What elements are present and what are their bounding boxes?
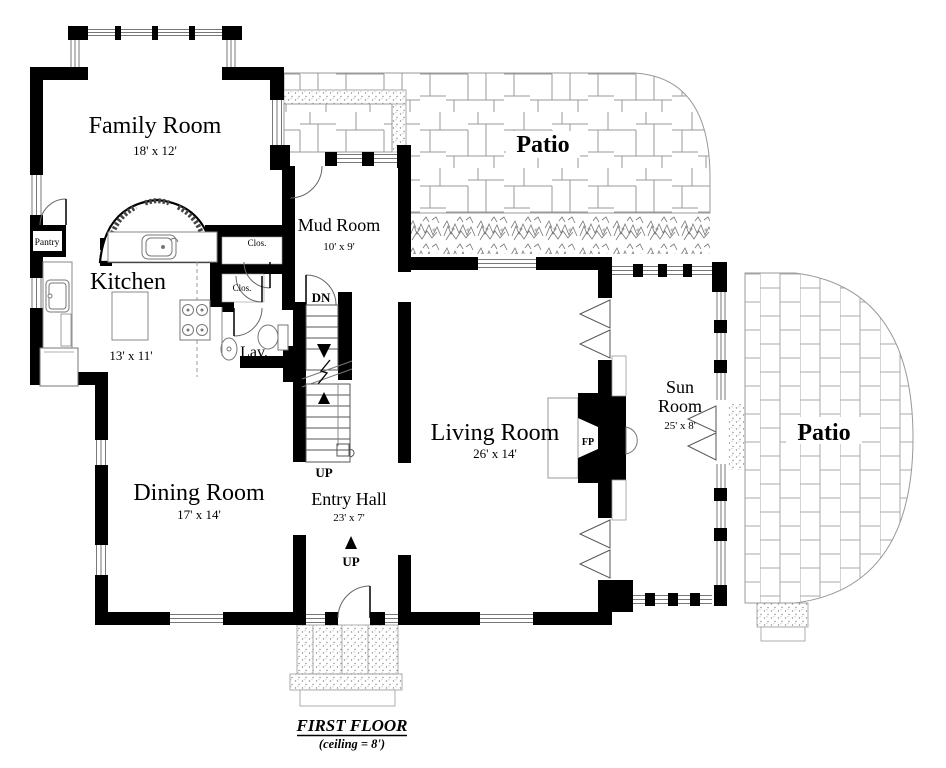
entry-up-label: UP bbox=[342, 554, 359, 569]
lav-door-arc bbox=[233, 307, 263, 337]
entry-hall-dims: 23' x 7' bbox=[333, 512, 364, 524]
outdoor-areas bbox=[283, 72, 914, 707]
walls bbox=[30, 26, 727, 625]
stair-up-label: UP bbox=[315, 465, 332, 480]
staircase bbox=[301, 304, 357, 549]
upper-patio bbox=[283, 72, 711, 214]
sun-room-label-line2: Room bbox=[658, 396, 702, 416]
mud-room-dims: 10' x 9' bbox=[323, 241, 354, 253]
sun-room-label-line1: Sun bbox=[666, 377, 694, 397]
lavatory-label: Lav. bbox=[240, 344, 268, 361]
front-door-arc bbox=[337, 585, 371, 619]
pantry-label: Pantry bbox=[35, 238, 60, 248]
mudroom-stoop bbox=[283, 103, 393, 153]
sunroom-console-table bbox=[625, 426, 638, 455]
fixtures bbox=[33, 198, 638, 521]
doors bbox=[39, 165, 717, 619]
builtin-lower bbox=[611, 479, 627, 521]
stove bbox=[179, 299, 211, 341]
fireplace-hearth bbox=[547, 397, 579, 479]
right-patio-step-1 bbox=[756, 602, 809, 628]
newel-curl bbox=[348, 449, 355, 458]
living-room-dims: 26' x 14' bbox=[473, 446, 517, 461]
upper-patio-label: Patio bbox=[516, 132, 569, 158]
labels: Family Room 18' x 12' Patio Patio Mud Ro… bbox=[35, 113, 862, 751]
entry-up-arrow bbox=[345, 536, 357, 549]
sun-room-dims: 25' x 8' bbox=[664, 420, 695, 432]
entry-hall-label: Entry Hall bbox=[311, 489, 386, 509]
dining-room-dims: 17' x 14' bbox=[177, 507, 221, 522]
closet-upper-label: Clos. bbox=[248, 238, 267, 248]
closet-upper-door-arc bbox=[243, 261, 271, 289]
refrigerator bbox=[39, 347, 79, 387]
sunroom-walkway bbox=[727, 404, 745, 470]
dining-room-label: Dining Room bbox=[133, 480, 265, 506]
living-room-label: Living Room bbox=[431, 420, 560, 446]
stoop-step-band bbox=[283, 89, 407, 105]
dishwasher bbox=[60, 313, 72, 347]
pantry-label-box bbox=[33, 231, 62, 251]
right-patio-label: Patio bbox=[797, 420, 850, 446]
stair-up-arrow bbox=[318, 392, 330, 404]
closet-lower-box bbox=[221, 273, 265, 303]
fireplace-label: FP bbox=[582, 437, 594, 448]
builtin-upper bbox=[611, 355, 627, 397]
stair-top-door-arc bbox=[305, 274, 337, 306]
pantry-sink bbox=[45, 279, 70, 313]
kitchen-label: Kitchen bbox=[90, 269, 166, 295]
pantry-door-arc bbox=[39, 198, 67, 226]
family-room-label: Family Room bbox=[89, 113, 222, 139]
closet-lower-label: Clos. bbox=[233, 283, 252, 293]
toilet bbox=[257, 324, 289, 351]
upper-patio-label-bg bbox=[506, 131, 580, 158]
fireplace-chimney bbox=[578, 393, 626, 483]
stair-down-label: DN bbox=[312, 290, 331, 305]
kitchen-sink bbox=[141, 234, 179, 260]
french-doors bbox=[578, 299, 717, 579]
plan-subtitle: (ceiling = 8') bbox=[319, 737, 385, 751]
entry-stoop bbox=[289, 624, 403, 707]
stair-down-arrow bbox=[317, 344, 331, 358]
lav-sink bbox=[220, 337, 238, 361]
closet-lower-door-arc bbox=[235, 275, 263, 303]
mud-room-label: Mud Room bbox=[298, 215, 381, 235]
closet-upper-box bbox=[221, 236, 283, 265]
stoop-side-band bbox=[391, 103, 407, 153]
plan-title: FIRST FLOOR bbox=[296, 716, 408, 735]
right-patio-step-2 bbox=[760, 626, 806, 642]
right-patio-label-bg bbox=[786, 417, 862, 444]
hedge-row bbox=[411, 214, 710, 254]
mudroom-door-arc bbox=[289, 165, 323, 199]
windows bbox=[31, 29, 726, 623]
kitchen-island bbox=[111, 291, 149, 341]
family-room-dims: 18' x 12' bbox=[133, 143, 177, 158]
kitchen-dims: 13' x 11' bbox=[109, 348, 152, 363]
